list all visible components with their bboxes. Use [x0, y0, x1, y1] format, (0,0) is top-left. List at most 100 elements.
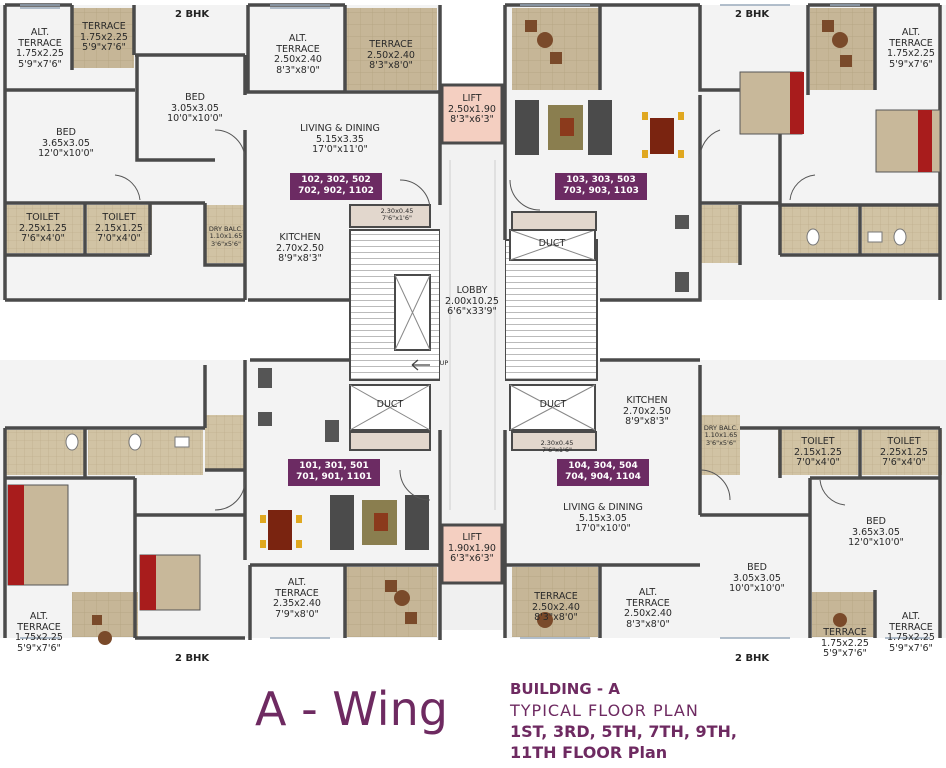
- room-name: KITCHEN: [279, 232, 321, 243]
- room-dim-ft: 8'9"x8'3": [625, 416, 669, 428]
- room-dim-ft: 10'0"x10'0": [729, 583, 785, 595]
- room-dim-ft: 5'9"x7'6": [18, 58, 62, 70]
- staircases: [349, 150, 598, 520]
- room-dim-m: 2.25x1.25: [880, 446, 928, 458]
- wing-title: A - Wing: [255, 682, 448, 736]
- walls: [3, 3, 942, 640]
- room-dim-ft: 7'0"x4'0": [97, 233, 141, 245]
- windows: [20, 4, 930, 639]
- room-dim-ft: 5'9"x7'6": [17, 642, 61, 654]
- room-name: ALT.: [29, 611, 49, 622]
- unit-numbers: 701, 901, 1101: [296, 472, 372, 483]
- room-dim-ft: 8'3"x8'0": [369, 60, 413, 72]
- floors-line-1: 1ST, 3RD, 5TH, 7TH, 9TH,: [510, 722, 738, 741]
- room-name: LIVING & DINING: [300, 123, 380, 134]
- wet-areas: [5, 205, 942, 475]
- room-name: LOBBY: [456, 285, 488, 296]
- room-name: DRY BALC.: [703, 424, 739, 432]
- bhk-label-bottom-left: 2 BHK: [175, 653, 210, 664]
- room-dim-m: 2.70x2.50: [276, 242, 324, 254]
- room-dim-ft: 5'9"x7'6": [889, 58, 933, 70]
- room-dim-m: 1.75x2.25: [821, 637, 869, 649]
- room-dim-ft: 5'9"x7'6": [889, 642, 933, 654]
- unit-numbers: 101, 301, 501: [299, 461, 369, 471]
- room-dim-m: 1.10x1.65: [704, 431, 738, 440]
- room-dim-m: 1.10x1.65: [209, 232, 243, 241]
- room-dim-m: 2.15x1.25: [794, 446, 842, 458]
- duct-label: DUCT: [376, 399, 404, 410]
- lift-bottom: [440, 523, 504, 585]
- up-arrow-icon: [411, 359, 430, 371]
- room-name: TOILET: [801, 436, 835, 447]
- room-dim-m: 2.30x0.45: [380, 207, 414, 215]
- room-name: BED: [747, 562, 767, 573]
- room-dim-m: 2.50x2.40: [624, 608, 672, 620]
- room-dim-m: 3.05x3.05: [171, 102, 219, 114]
- unit-numbers: 704, 904, 1104: [565, 472, 641, 483]
- furniture: [7, 20, 941, 645]
- room-dim-ft: 8'3"x6'3": [450, 114, 494, 126]
- room-dim-ft: 5'9"x7'6": [823, 648, 867, 660]
- room-dim-ft: 8'3"x8'0": [276, 64, 320, 76]
- room-dim-ft: 8'9"x8'3": [278, 253, 322, 265]
- room-name: BED: [56, 127, 76, 138]
- room-dim-ft: 3'6"x5'6": [706, 438, 736, 447]
- floors-line-2: 11TH FLOOR Plan: [510, 743, 668, 762]
- room-name: TERRACE: [534, 591, 578, 602]
- room-dim-ft: 7'0"x4'0": [796, 457, 840, 469]
- bhk-label-top-left: 2 BHK: [175, 9, 210, 20]
- room-dim-m: 2.50x2.40: [532, 601, 580, 613]
- room-name: TERRACE: [275, 587, 319, 599]
- room-name: ALT.: [901, 27, 921, 38]
- room-dim-ft: 6'6"x33'9": [447, 306, 497, 318]
- room-dim-m: 1.75x2.25: [887, 48, 935, 60]
- room-dim-ft: 6'3"x6'3": [450, 553, 494, 565]
- room-dim-ft: 7'6"x4'0": [882, 457, 926, 469]
- room-dim-m: 2.15x1.25: [95, 222, 143, 234]
- plan-type: TYPICAL FLOOR PLAN: [510, 701, 699, 720]
- room-name: TERRACE: [17, 621, 61, 633]
- room-dim-m: 1.75x2.25: [887, 632, 935, 644]
- room-name: TOILET: [26, 212, 60, 223]
- room-dim-m: 3.65x3.05: [852, 526, 900, 538]
- room-name: TERRACE: [889, 621, 933, 633]
- room-name: BED: [185, 92, 205, 103]
- room-dim-m: 2.35x2.40: [273, 598, 321, 610]
- room-dim-ft: 8'3"x8'0": [626, 618, 670, 630]
- unit-numbers: 104, 304, 504: [568, 461, 638, 471]
- room-name: LIFT: [462, 532, 482, 543]
- room-dim-ft: 7'6"x1'6": [542, 446, 572, 455]
- room-name: LIVING & DINING: [563, 502, 643, 513]
- plan-title-block: BUILDING - A TYPICAL FLOOR PLAN 1ST, 3RD…: [510, 680, 737, 762]
- room-dim-ft: 7'6"x4'0": [21, 233, 65, 245]
- room-name: ALT.: [288, 33, 308, 44]
- room-dim-m: 5.15x3.05: [579, 512, 627, 524]
- room-dim-ft: 7'6"x1'6": [382, 214, 412, 223]
- room-name: TOILET: [102, 212, 136, 223]
- door-swings: [114, 129, 846, 511]
- room-name: TERRACE: [823, 627, 867, 638]
- room-dim-m: 3.05x3.05: [733, 572, 781, 584]
- room-dim-ft: 8'3"x8'0": [534, 612, 578, 624]
- unit-numbers: 702, 902, 1102: [298, 186, 374, 197]
